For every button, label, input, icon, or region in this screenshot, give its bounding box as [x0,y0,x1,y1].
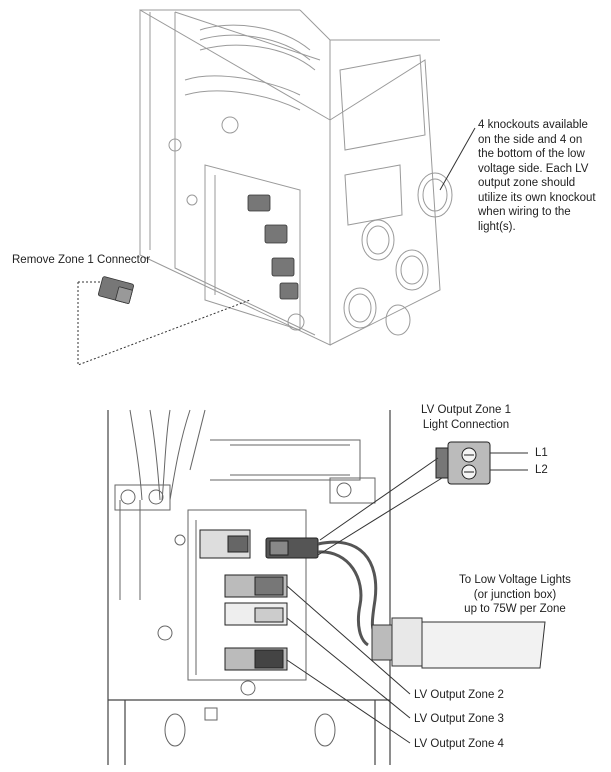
knockouts-line: when wiring to the [478,206,571,218]
l2-label: L2 [535,464,548,476]
knockouts-line: 4 knockouts available [478,119,588,131]
knockouts-line: on the side and 4 on [478,133,583,146]
to-lights-note: To Low Voltage Lights (or junction box) … [450,573,580,617]
knockouts-note: 4 knockouts available on the side and 4 … [478,118,596,234]
zone2-label: LV Output Zone 2 [414,689,504,701]
l1-label: L1 [535,447,548,459]
knockouts-line: voltage side. Each LV [478,162,589,175]
knockouts-line: utilize its own knockout [478,191,596,204]
knockouts-line: the bottom of the low [478,148,585,160]
to-lights-line: (or junction box) [473,588,557,601]
knockouts-line: light(s). [478,220,516,233]
zone1-title-line: LV Output Zone 1 [421,404,511,416]
zone3-label: LV Output Zone 3 [414,713,504,725]
to-lights-line: To Low Voltage Lights [459,574,571,586]
remove-zone1-label: Remove Zone 1 Connector [12,254,151,266]
to-lights-line: up to 75W per Zone [464,603,566,615]
zone4-label: LV Output Zone 4 [414,738,504,750]
knockouts-line: output zone should [478,177,576,189]
zone1-title-line: Light Connection [422,418,510,431]
zone1-title: LV Output Zone 1 Light Connection [416,403,516,432]
